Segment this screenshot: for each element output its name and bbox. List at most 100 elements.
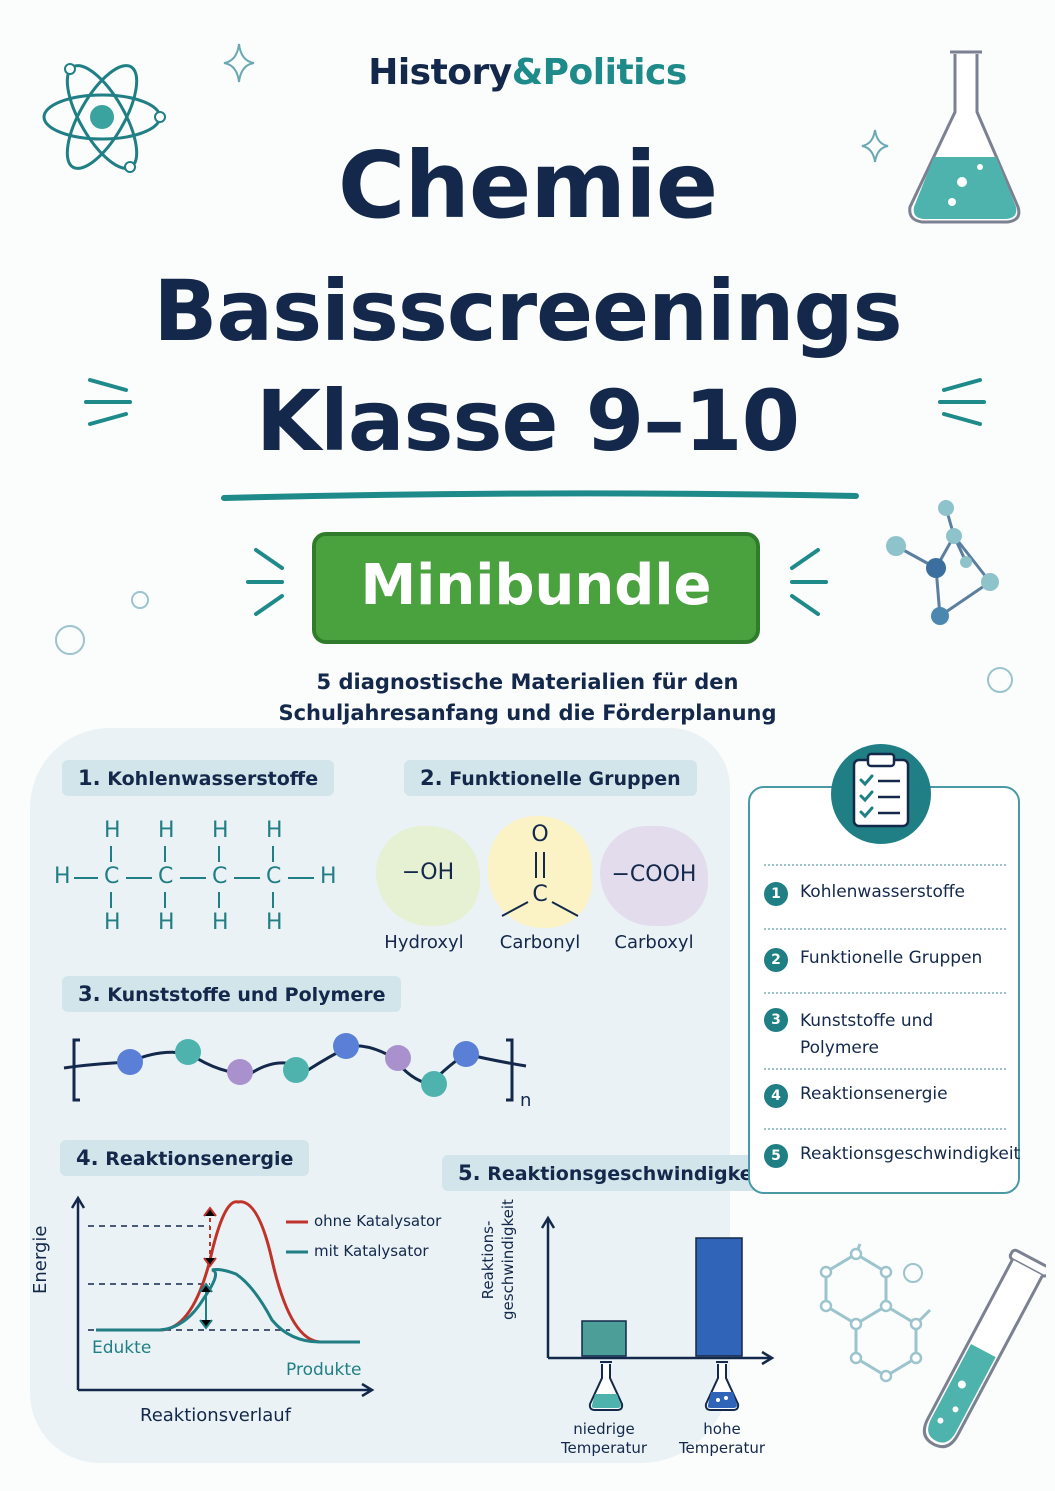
clipboard-icon	[831, 744, 931, 844]
flask-icon	[588, 1361, 624, 1411]
sparkle-icon	[223, 43, 255, 83]
atom-h: H	[54, 864, 71, 889]
subtitle-line1: 5 diagnostische Materialien für den	[316, 670, 739, 694]
carboxyl-formula: −COOH	[611, 862, 697, 887]
atom-h: H	[104, 910, 121, 935]
card-item-3-label: Kunststoffe und Polymere	[800, 1011, 934, 1058]
hexagon-molecule-icon	[819, 1243, 932, 1383]
section-2-number: 2.	[420, 766, 443, 790]
atom-h: H	[212, 818, 229, 843]
section-3-number: 3.	[78, 982, 101, 1006]
minibundle-badge: Minibundle	[312, 532, 760, 644]
rate-bar-low	[581, 1320, 627, 1357]
rate-low-label: niedrige Temperatur	[554, 1420, 654, 1458]
atom-h: H	[266, 818, 283, 843]
brand-ampersand: &	[511, 52, 543, 93]
card-item-4-label: Reaktionsenergie	[800, 1084, 948, 1104]
card-item-4: 4 Reaktionsenergie	[764, 1084, 948, 1108]
legend-with-catalyst: mit Katalysator	[314, 1242, 429, 1260]
rate-high-label-line1: hohe	[703, 1420, 741, 1438]
atom-h: H	[158, 818, 175, 843]
molecule-icon	[886, 500, 999, 625]
rate-y-label-line2: geschwindigkeit	[499, 1199, 517, 1320]
flask-icon	[908, 50, 1021, 224]
card-divider	[764, 992, 1006, 994]
atom-c: C	[212, 864, 228, 889]
atom-h: H	[266, 910, 283, 935]
section-1-label: Kohlenwasserstoffe	[107, 768, 319, 790]
rate-bar-chart	[540, 1215, 775, 1366]
title-line3: Klasse 9–10	[255, 372, 800, 470]
card-item-5-label: Reaktionsgeschwindigkeit	[800, 1144, 1021, 1164]
section-2-label: Funktionelle Gruppen	[449, 768, 681, 790]
card-item-2: 2 Funktionelle Gruppen	[764, 948, 982, 972]
subtitle-line2: Schuljahresanfang und die Förderplanung	[278, 701, 777, 725]
atom-c: C	[266, 864, 282, 889]
section-3-heading: 3. Kunststoffe und Polymere	[62, 976, 402, 1012]
carbonyl-label: Carbonyl	[499, 932, 581, 953]
card-item-2-number: 2	[764, 948, 788, 972]
card-item-4-number: 4	[764, 1084, 788, 1108]
brand-logo: History&Politics	[0, 52, 1055, 93]
carbonyl-blob	[488, 816, 592, 928]
card-divider	[764, 864, 1006, 866]
carbonyl-bonds	[501, 852, 579, 917]
rate-bar-high	[695, 1237, 743, 1357]
atom-h: H	[104, 818, 121, 843]
rate-low-label-line2: Temperatur	[560, 1439, 648, 1457]
energy-y-label: Energie	[30, 1225, 51, 1294]
test-tube-icon	[922, 1248, 1046, 1449]
card-divider	[764, 1068, 1006, 1070]
card-item-5-number: 5	[764, 1144, 788, 1168]
produkte-label: Produkte	[286, 1360, 362, 1380]
card-item-2-label: Funktionelle Gruppen	[800, 948, 983, 968]
atom-c: C	[104, 864, 120, 889]
polymer-subscript: n	[520, 1090, 531, 1111]
rate-y-label: Reaktions- geschwindigkeit	[478, 1199, 518, 1320]
atom-h: H	[158, 910, 175, 935]
card-divider	[764, 1128, 1006, 1130]
dash-decoration	[246, 548, 284, 616]
carbonyl-carbon: C	[532, 882, 548, 907]
sparkle-icon	[861, 129, 889, 163]
section-2-heading: 2. Funktionelle Gruppen	[404, 760, 697, 796]
card-divider	[764, 928, 1006, 930]
section-1-heading: 1. Kohlenwasserstoffe	[62, 760, 335, 796]
section-5-number: 5.	[458, 1161, 481, 1185]
rate-low-label-line1: niedrige	[573, 1420, 635, 1438]
atom-c: C	[158, 864, 174, 889]
atom-h: H	[320, 864, 337, 889]
title-line1: Chemie	[337, 132, 718, 239]
dash-decoration	[84, 378, 132, 426]
carboxyl-blob	[600, 826, 708, 926]
card-item-1-number: 1	[764, 882, 788, 906]
rate-y-label-line1: Reaktions-	[479, 1220, 497, 1300]
butane-structure: H H H H H C C C C H H H H H	[48, 812, 348, 942]
flask-icon	[704, 1361, 740, 1411]
legend-without-catalyst: ohne Katalysator	[314, 1212, 442, 1230]
carboxyl-label: Carboxyl	[614, 932, 694, 953]
bubbles-decoration	[55, 591, 149, 655]
hydroxyl-blob	[376, 826, 480, 926]
card-item-5: 5 Reaktionsgeschwindigkeit	[764, 1144, 1020, 1168]
rate-high-label-line2: Temperatur	[678, 1439, 766, 1457]
brand-part1: History	[368, 52, 512, 93]
butane-bonds	[74, 846, 314, 908]
polymer-chain: n	[63, 1033, 531, 1111]
section-4-number: 4.	[76, 1146, 99, 1170]
hydroxyl-label: Hydroxyl	[384, 932, 464, 953]
title-underline	[221, 490, 859, 501]
edukte-label: Edukte	[92, 1338, 152, 1358]
dash-decoration	[938, 378, 986, 426]
section-5-label: Reaktionsgeschwindigkeit	[487, 1163, 769, 1185]
hydroxyl-formula: −OH	[401, 860, 455, 885]
brand-part2: Politics	[542, 52, 688, 93]
section-1-number: 1.	[78, 766, 101, 790]
dash-decoration	[790, 548, 828, 616]
section-4-label: Reaktionsenergie	[105, 1148, 294, 1170]
rate-high-label: hohe Temperatur	[672, 1420, 772, 1458]
